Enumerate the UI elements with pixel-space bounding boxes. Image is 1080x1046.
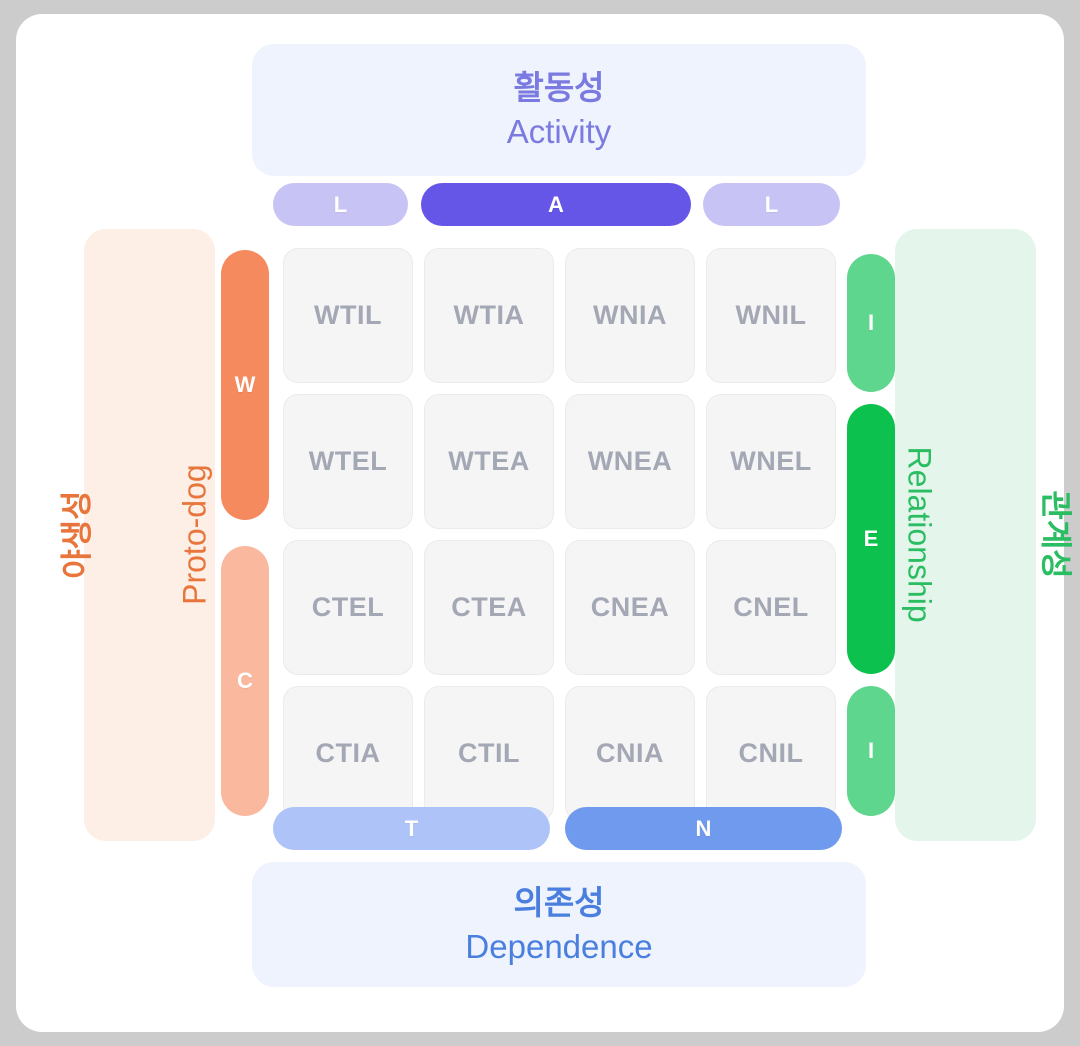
axis-pill-right-i-bottom[interactable]: I (847, 686, 895, 816)
axis-panel-bottom: 의존성 Dependence (252, 862, 866, 987)
matrix-cell[interactable]: CNEL (706, 540, 836, 675)
matrix-cell[interactable]: WNIA (565, 248, 695, 383)
axis-left-label-en: Proto-dog (177, 464, 214, 606)
axis-pill-right-i-top[interactable]: I (847, 254, 895, 392)
matrix-cell[interactable]: CNIA (565, 686, 695, 821)
matrix-cell[interactable]: WTEL (283, 394, 413, 529)
axis-pill-top-a[interactable]: A (421, 183, 691, 226)
axis-pill-right-e[interactable]: E (847, 404, 895, 674)
matrix-cell[interactable]: CTEA (424, 540, 554, 675)
axis-panel-top: 활동성 Activity (252, 44, 866, 176)
matrix-cell[interactable]: WTIA (424, 248, 554, 383)
matrix-cell[interactable]: WNEA (565, 394, 695, 529)
axis-left-label-ko: 야생성 (58, 490, 95, 580)
matrix-cell[interactable]: WTIL (283, 248, 413, 383)
matrix-cell[interactable]: CTIL (424, 686, 554, 821)
matrix-cell[interactable]: WNIL (706, 248, 836, 383)
axis-bottom-label-ko: 의존성 (513, 883, 605, 921)
axis-right-label-en: Relationship (901, 446, 938, 624)
type-matrix-grid: WTIL WTIA WNIA WNIL WTEL WTEA WNEA WNEL … (283, 248, 836, 821)
matrix-cell[interactable]: WNEL (706, 394, 836, 529)
axis-panel-right: Relationship 관계성 (895, 229, 1074, 841)
axis-pill-top-l-left[interactable]: L (273, 183, 408, 226)
matrix-cell[interactable]: CTIA (283, 686, 413, 821)
axis-pill-left-w[interactable]: W (221, 250, 269, 520)
axis-top-label-ko: 활동성 (513, 69, 605, 107)
axis-top-label-en: Activity (506, 113, 612, 150)
axis-pill-bottom-t[interactable]: T (273, 807, 550, 850)
matrix-cell[interactable]: CNIL (706, 686, 836, 821)
matrix-cell[interactable]: CNEA (565, 540, 695, 675)
axis-pill-bottom-n[interactable]: N (565, 807, 842, 850)
axis-pill-left-c[interactable]: C (221, 546, 269, 816)
matrix-cell[interactable]: CTEL (283, 540, 413, 675)
type-matrix-card: 활동성 Activity L A L 야생성 Proto-dog W C WTI… (16, 14, 1074, 1032)
axis-right-label-ko: 관계성 (1038, 490, 1075, 580)
axis-panel-left: 야생성 Proto-dog (59, 229, 215, 841)
matrix-cell[interactable]: WTEA (424, 394, 554, 529)
axis-bottom-label-en: Dependence (465, 927, 653, 965)
axis-pill-top-l-right[interactable]: L (703, 183, 840, 226)
